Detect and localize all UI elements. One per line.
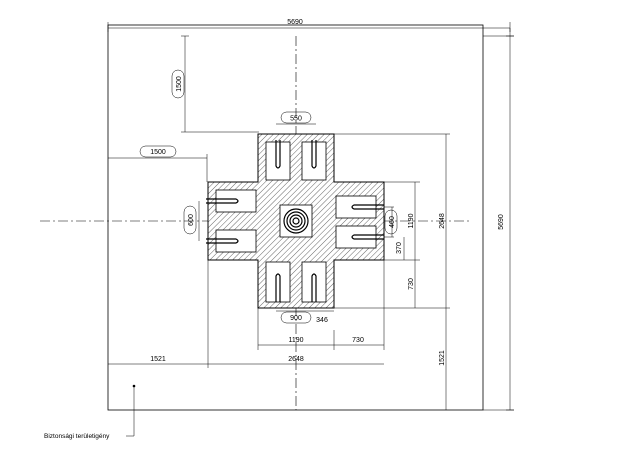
safety-zone-label: Biztonsági területigény: [44, 433, 110, 440]
bottom-pads: [265, 261, 327, 303]
dim-top-arm-width: 550: [290, 116, 302, 123]
dim-top-offset-line: [171, 35, 259, 133]
right-pads: [335, 195, 384, 249]
dim-right-overall: 5690: [498, 214, 505, 230]
dim-top-offset: 1500: [176, 76, 183, 92]
bottom-dimension-lines: [108, 260, 385, 368]
dim-left-arm-line: [183, 201, 200, 241]
dim-left-offset: 1500: [150, 149, 166, 156]
safety-zone-boundary: [107, 24, 484, 411]
dim-right-1521: 1521: [439, 350, 446, 366]
top-pads: [265, 140, 327, 181]
dim-bottom-arm-line: [276, 310, 334, 324]
right-dimension-lines: [334, 133, 450, 410]
overall-dimension-lines: [107, 22, 514, 411]
dim-bottom-730: 730: [352, 337, 364, 344]
dim-right-2648: 2648: [439, 213, 446, 229]
dim-right-370: 370: [396, 242, 403, 254]
dim-left-arm-width: 600: [188, 214, 195, 226]
center-ring: [279, 204, 313, 238]
dim-top-arm-line: [276, 111, 316, 125]
left-pads: [206, 189, 257, 253]
dim-bottom-1521: 1521: [150, 356, 166, 363]
dim-right-1190: 1190: [408, 213, 415, 228]
dim-top-overall: 5690: [287, 19, 303, 26]
dim-left-offset-line: [108, 145, 208, 182]
dim-right-460: 460: [389, 216, 396, 228]
dim-bottom-1190: 1190: [288, 337, 303, 344]
dim-bottom-arm-width: 900: [290, 315, 302, 322]
dim-right-730: 730: [408, 278, 415, 290]
dim-bottom-2648: 2648: [288, 356, 304, 363]
safety-zone-leader: [126, 384, 136, 437]
dim-bottom-346: 346: [316, 317, 328, 324]
